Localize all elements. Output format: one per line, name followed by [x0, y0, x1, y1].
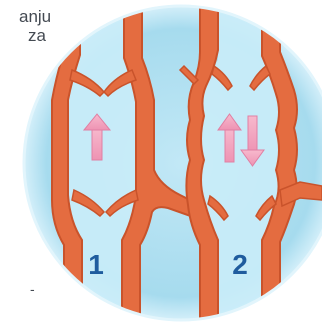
- panel-2-number: 2: [232, 249, 248, 280]
- panel-1-number: 1: [88, 249, 104, 280]
